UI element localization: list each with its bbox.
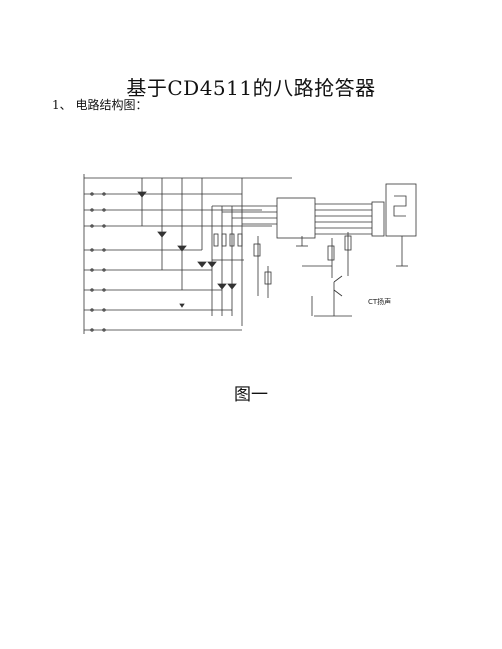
switch-row	[84, 193, 272, 331]
seven-segment-display	[385, 183, 417, 237]
ct-speaker-label: CT扬声	[368, 297, 391, 306]
section-heading: 1、 电路结构图：	[52, 98, 148, 112]
circuit-schematic: CT扬声	[62, 166, 422, 346]
cd4511-chip	[276, 197, 316, 239]
figure-caption: 图一	[234, 385, 268, 405]
page-title: 基于CD4511的八路抢答器	[126, 76, 376, 100]
